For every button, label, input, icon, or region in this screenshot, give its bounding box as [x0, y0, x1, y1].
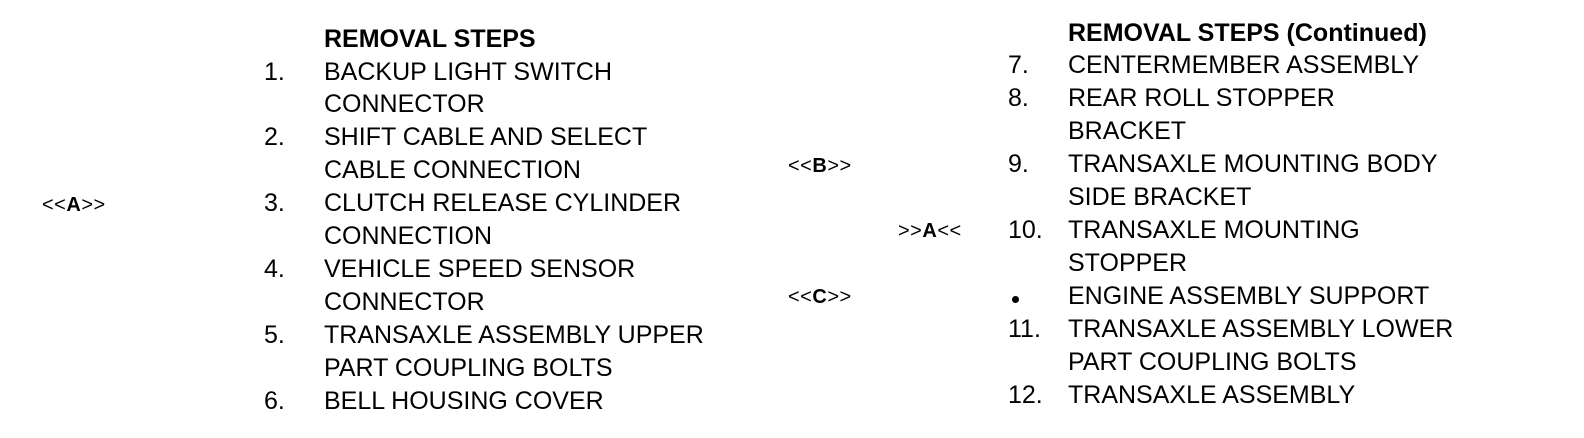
step-number: 4.: [264, 255, 285, 283]
step-text-continued: PART COUPLING BOLTS: [324, 354, 613, 382]
service-point-marker-b: <<B>>: [788, 151, 852, 181]
marker-letter: C: [812, 286, 828, 308]
step-text: ENGINE ASSEMBLY SUPPORT: [1068, 282, 1430, 310]
marker-suffix: >>: [827, 155, 852, 177]
step-number: 8.: [1008, 84, 1029, 112]
bullet-icon: [1012, 296, 1019, 303]
step-text: TRANSAXLE MOUNTING BODY: [1068, 150, 1438, 178]
marker-prefix: >>: [898, 220, 923, 242]
marker-suffix: >>: [827, 286, 852, 308]
step-text: BACKUP LIGHT SWITCH: [324, 58, 613, 86]
service-point-marker-a: <<A>>: [42, 190, 106, 220]
step-number: 1.: [264, 58, 285, 86]
step-number: 3.: [264, 189, 285, 217]
step-number: 2.: [264, 123, 285, 151]
step-text: VEHICLE SPEED SENSOR: [324, 255, 636, 283]
step-number: 11.: [1008, 315, 1041, 343]
marker-prefix: <<: [42, 194, 67, 216]
right-column-title: REMOVAL STEPS (Continued): [1068, 19, 1427, 47]
step-text-continued: CONNECTION: [324, 222, 493, 250]
step-number: 7.: [1008, 51, 1029, 79]
step-number: 5.: [264, 321, 285, 349]
step-text: CENTERMEMBER ASSEMBLY: [1068, 51, 1420, 79]
step-text-continued: CONNECTOR: [324, 288, 485, 316]
step-text-continued: BRACKET: [1068, 117, 1187, 145]
step-text: TRANSAXLE ASSEMBLY LOWER: [1068, 315, 1454, 343]
step-text: TRANSAXLE ASSEMBLY UPPER: [324, 321, 704, 349]
step-text: SHIFT CABLE AND SELECT: [324, 123, 648, 151]
step-text: TRANSAXLE MOUNTING: [1068, 216, 1360, 244]
marker-letter: A: [922, 220, 938, 242]
step-text: BELL HOUSING COVER: [324, 387, 604, 415]
step-text-continued: CABLE CONNECTION: [324, 156, 581, 184]
marker-prefix: <<: [788, 155, 813, 177]
step-text-continued: SIDE BRACKET: [1068, 183, 1252, 211]
step-number: 10.: [1008, 216, 1043, 244]
left-column-title: REMOVAL STEPS: [324, 25, 536, 53]
step-text: CLUTCH RELEASE CYLINDER: [324, 189, 682, 217]
step-number: 9.: [1008, 150, 1029, 178]
step-number: 6.: [264, 387, 285, 415]
marker-prefix: <<: [788, 286, 813, 308]
step-text-continued: PART COUPLING BOLTS: [1068, 348, 1357, 376]
service-point-marker-c: <<C>>: [788, 282, 852, 312]
marker-letter: B: [812, 155, 828, 177]
step-text: REAR ROLL STOPPER: [1068, 84, 1335, 112]
step-text: TRANSAXLE ASSEMBLY: [1068, 381, 1356, 409]
step-text-continued: STOPPER: [1068, 249, 1188, 277]
step-number: 12.: [1008, 381, 1043, 409]
marker-suffix: <<: [937, 220, 962, 242]
service-point-marker-a-removal: >>A<<: [898, 216, 962, 246]
marker-suffix: >>: [81, 194, 106, 216]
marker-letter: A: [66, 194, 82, 216]
step-text-continued: CONNECTOR: [324, 90, 485, 118]
